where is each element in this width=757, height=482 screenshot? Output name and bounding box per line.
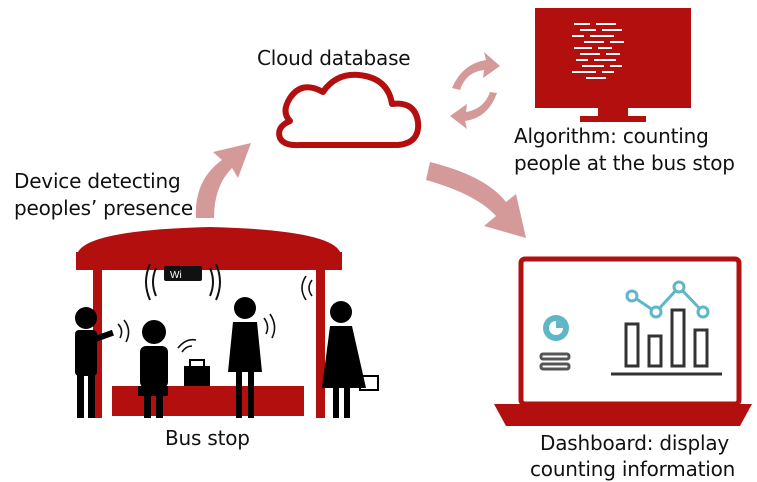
line-chart-icon	[625, 280, 710, 319]
bus-shelter-icon	[76, 227, 342, 418]
dashboard-label-line1: Dashboard: display	[540, 431, 730, 455]
wifi-signal-icon	[117, 275, 313, 353]
person-icon	[138, 320, 168, 418]
arrow-cloud-to-dashboard	[426, 162, 526, 238]
bar-chart-icon	[611, 308, 722, 376]
person-icon	[322, 301, 379, 418]
pie-chart-icon	[543, 315, 569, 341]
person-icon	[75, 307, 114, 418]
device-label-line2: peoples’ presence	[14, 196, 194, 220]
sync-arrows-icon	[450, 52, 500, 129]
laptop-icon	[494, 256, 752, 426]
text-lines-icon	[539, 352, 571, 371]
arrow-device-to-cloud	[195, 143, 251, 218]
monitor-icon	[535, 8, 691, 122]
person-icon	[228, 297, 262, 418]
wifi-router-icon	[145, 263, 221, 301]
device-label-line1: Device detecting	[14, 169, 181, 193]
code-lines	[572, 23, 624, 79]
algorithm-label-line1: Algorithm: counting	[514, 124, 709, 148]
bus-stop-label: Bus stop	[165, 426, 250, 450]
wifi-badge-text: Wi	[170, 270, 182, 281]
cloud-icon	[276, 71, 422, 149]
dashboard-label-line2: counting information	[530, 457, 736, 481]
algorithm-label-line2: people at the bus stop	[514, 151, 735, 175]
bag-icon	[184, 359, 210, 386]
cloud-database-label: Cloud database	[257, 46, 411, 70]
